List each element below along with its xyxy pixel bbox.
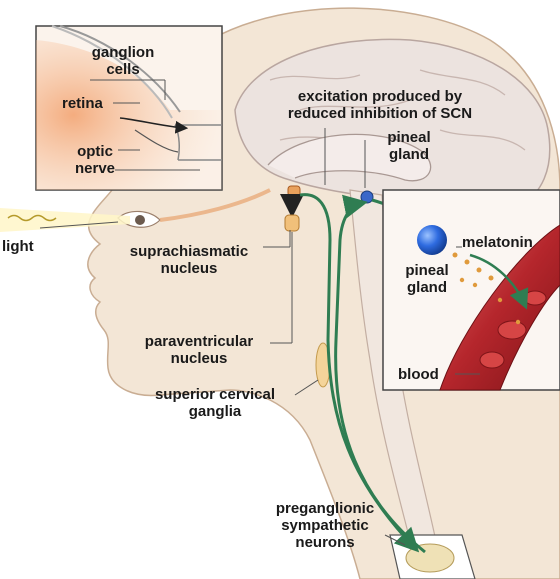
pineal-gland-ball <box>417 225 447 255</box>
label-pineal-gland-inset-line2: gland <box>398 279 456 296</box>
label-scg-line2: ganglia <box>138 403 292 420</box>
label-psn-line2: sympathetic <box>262 517 388 534</box>
label-scn-line1: suprachiasmatic <box>114 243 264 260</box>
label-psn-line1: preganglionic <box>262 500 388 517</box>
label-preganglionic-sympathetic-neurons: preganglionic sympathetic neurons <box>262 500 388 551</box>
label-ganglion-cells: ganglion cells <box>83 44 163 78</box>
label-pineal-gland-top-line1: pineal <box>380 129 438 146</box>
label-pvn-line1: paraventricular <box>128 333 270 350</box>
label-excitation-line2: reduced inhibition of SCN <box>262 105 498 122</box>
label-ganglion-cells-line1: ganglion <box>83 44 163 61</box>
label-pvn-line2: nucleus <box>128 350 270 367</box>
scn-marker <box>288 186 300 196</box>
label-melatonin: melatonin <box>462 234 533 251</box>
label-excitation: excitation produced by reduced inhibitio… <box>262 88 498 122</box>
label-light: light <box>2 238 34 255</box>
label-paraventricular-nucleus: paraventricular nucleus <box>128 333 270 367</box>
pvn-marker <box>285 215 299 231</box>
label-pineal-gland-inset: pineal gland <box>398 262 456 296</box>
label-optic-nerve-line1: optic <box>70 143 120 160</box>
pineal-location <box>361 191 373 203</box>
label-suprachiasmatic-nucleus: suprachiasmatic nucleus <box>114 243 264 277</box>
label-pineal-gland-top-line2: gland <box>380 146 438 163</box>
label-scn-line2: nucleus <box>114 260 264 277</box>
label-blood: blood <box>398 366 439 383</box>
label-retina: retina <box>62 95 103 112</box>
label-optic-nerve-line2: nerve <box>70 160 120 177</box>
label-psn-line3: neurons <box>262 534 388 551</box>
label-pineal-gland-inset-line1: pineal <box>398 262 456 279</box>
label-pineal-gland-top: pineal gland <box>380 129 438 163</box>
label-scg-line1: superior cervical <box>138 386 292 403</box>
label-excitation-line1: excitation produced by <box>262 88 498 105</box>
label-ganglion-cells-line2: cells <box>83 61 163 78</box>
label-superior-cervical-ganglia: superior cervical ganglia <box>138 386 292 420</box>
label-optic-nerve: optic nerve <box>70 143 120 177</box>
